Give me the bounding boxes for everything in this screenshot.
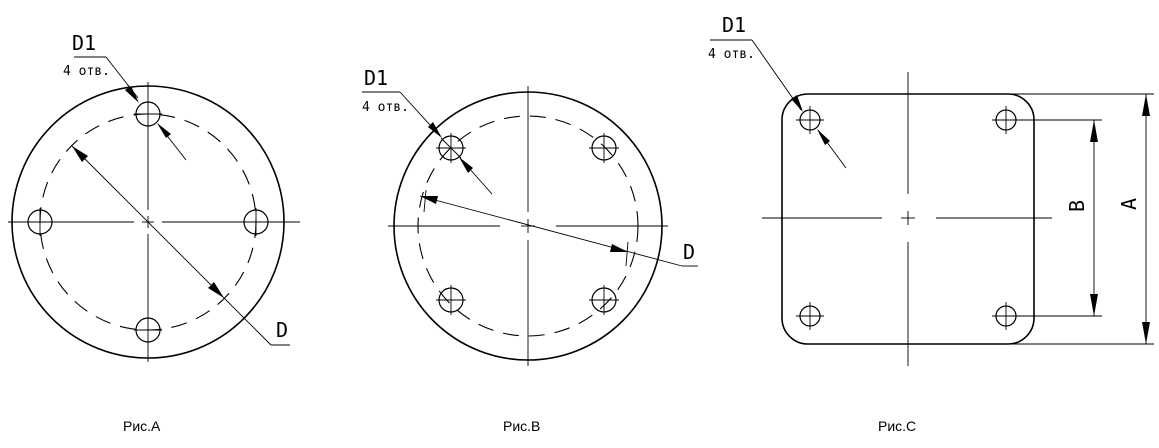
- flange-c-hole-count-label: 4 отв.: [708, 47, 755, 62]
- flange-c-hole-bottom-right: [992, 302, 1020, 330]
- flange-a-hole-count-label: 4 отв.: [63, 64, 110, 79]
- figure-b-caption: Рис.В: [503, 418, 540, 434]
- flange-a-hole-right: [243, 208, 269, 236]
- flange-b-diameter-label: D: [683, 240, 695, 264]
- flange-a-diameter-dimension: D: [71, 145, 290, 346]
- flange-a-hole-top: [134, 101, 162, 127]
- flange-c-hole-spacing-label: B: [1065, 200, 1089, 212]
- flange-b-hole-diameter-label: D1: [364, 66, 388, 90]
- flange-b-hole-bottom-right: [589, 285, 619, 315]
- figure-c-square-flange: D1 4 отв. B A Рис.С: [708, 13, 1154, 434]
- flange-c-hole-bottom-left: [796, 302, 824, 330]
- figure-a-caption: Рис.А: [123, 418, 161, 434]
- figure-b-round-flange: D1 4 отв. D Рис.В: [362, 66, 698, 434]
- flange-c-hole-top-right: [992, 106, 1020, 134]
- flange-b-diameter-dimension: D: [419, 189, 698, 267]
- flange-b-hole-bottom-left: [436, 285, 466, 315]
- flange-a-hole-callout: D1 4 отв.: [63, 31, 187, 161]
- figure-c-caption: Рис.С: [878, 418, 916, 434]
- flange-c-hole-callout: D1 4 отв.: [708, 13, 847, 169]
- flange-a-hole-diameter-label: D1: [72, 31, 96, 55]
- flange-a-diameter-label: D: [276, 318, 288, 342]
- flange-a-hole-bottom: [134, 317, 162, 343]
- flange-b-hole-callout: D1 4 отв.: [362, 66, 493, 195]
- flange-a-hole-left: [27, 208, 53, 236]
- flange-c-hole-spacing-dimension: B: [1016, 119, 1102, 317]
- flange-c-width-label: A: [1117, 198, 1141, 210]
- flange-b-hole-count-label: 4 отв.: [362, 100, 409, 115]
- flange-c-hole-top-left: [796, 106, 824, 134]
- flange-c-width-dimension: A: [808, 93, 1154, 345]
- flange-c-hole-diameter-label: D1: [722, 13, 746, 37]
- flange-b-hole-top-left: [436, 133, 466, 163]
- figure-a-round-flange: D1 4 отв. D Рис.А: [8, 31, 300, 434]
- flange-b-hole-top-right: [589, 133, 619, 163]
